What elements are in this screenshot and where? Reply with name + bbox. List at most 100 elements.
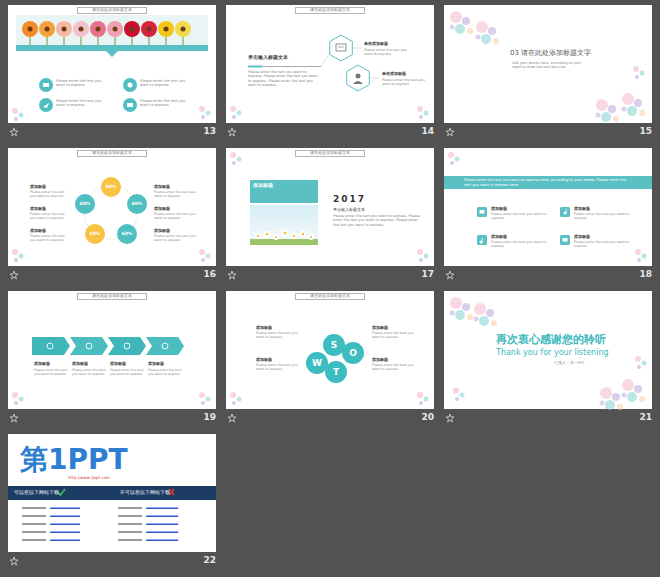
slide-text: 03 请在此处添加标题文字: [510, 49, 591, 58]
slide-thumbnail: 16请在此处添加标题文本60%60%60%60%60%添加标题Please en…: [8, 148, 216, 266]
slide-thumbnail: 13请在此处添加标题文本Please enter the text you wa…: [8, 5, 216, 123]
slide-text: Please enter the text you want to expres…: [56, 79, 108, 88]
slide-thumbnail: 22可以在以下网站下载不可以在以下网站下载第1PPThttp://www.1pp…: [8, 434, 216, 552]
slide-number: 16: [203, 269, 216, 280]
slide-text: 汇报人：第一PPT: [554, 361, 584, 365]
box-text: 添加标题: [253, 183, 315, 189]
slide-thumbnail: 17请在此处添加标题文本添加标题2017单击输入标题文本Please enter…: [226, 148, 434, 266]
slide-text: 单击输入标题文本: [248, 55, 288, 61]
header-box: 请在此处添加标题文本: [295, 293, 365, 300]
percent-circle: 60%: [85, 224, 105, 244]
header-text: 请在此处添加标题文本: [92, 294, 132, 299]
circle-text: 60%: [106, 185, 117, 190]
swot-circle: T: [325, 361, 347, 383]
slide-text: 添加标题: [30, 206, 46, 211]
slide-text: 添加标题: [30, 184, 46, 189]
swot-circle: O: [342, 342, 364, 364]
slide-text: 添加标题: [574, 206, 590, 211]
slide-text: 2017: [333, 194, 366, 205]
slide-text: Please enter the text you want to expres…: [148, 368, 182, 376]
slide-text: 添加标题: [148, 361, 164, 366]
slide-text: 单击添加标题: [382, 71, 406, 76]
slide-text: Please enter the text you want to expres…: [30, 234, 70, 242]
slide-number: 22: [203, 555, 216, 566]
title-box: 添加标题: [250, 180, 318, 203]
circle-text: 60%: [80, 202, 91, 207]
slide-text: 单击输入标题文本: [333, 207, 365, 212]
slide-text: 添加标题: [574, 234, 590, 239]
header-box: 请在此处添加标题文本: [295, 150, 365, 157]
slide-text: 添加标题: [491, 206, 507, 211]
slide-text: Please enter the text you want to expres…: [248, 70, 318, 88]
header-box: 请在此处添加标题文本: [77, 293, 147, 300]
slide-text: Please enter the text you want to expres…: [364, 48, 414, 57]
slide-text: http://www.1ppt.com: [68, 475, 110, 480]
slide-thumbnail: 19请在此处添加标题文本添加标题Please enter the text yo…: [8, 291, 216, 409]
slide-text: 添加标题: [372, 325, 388, 330]
slide-text: 添加标题: [372, 357, 388, 362]
slide-number: 15: [639, 126, 652, 137]
slide-text: Please enter the text you want to expres…: [574, 212, 634, 220]
slide-text: 再次衷心感谢您的聆听: [496, 333, 606, 347]
slide-number: 19: [203, 412, 216, 423]
slide-text: Please enter the text you want to expres…: [256, 363, 300, 371]
slide-text: Please enter the text you want to expres…: [140, 79, 192, 88]
slide-text: 单击添加标题: [364, 41, 388, 46]
header-text: 请在此处添加标题文本: [310, 294, 350, 299]
banner-band: Please enter the text you want to expres…: [444, 176, 652, 189]
slide-text: Please enter the text you want to expres…: [154, 212, 196, 220]
slide-text: 添加标题: [110, 361, 126, 366]
slide-text: Please enter the text you want to expres…: [491, 212, 551, 220]
slide-text: 添加标题: [256, 325, 272, 330]
slide-text: Please enter the text you want to expres…: [140, 99, 192, 108]
band-text: Please enter the text you want to expres…: [464, 178, 632, 187]
slide-thumbnail: 1503 请在此处添加标题文字Add your words here, acco…: [444, 5, 652, 123]
slide-text: Thank you for your listening: [496, 348, 609, 358]
slide-text: 添加标题: [154, 206, 170, 211]
slide-text: Please enter the text you want to expres…: [34, 368, 68, 376]
slide-text: Please enter the text you want to expres…: [574, 240, 634, 248]
header-box: 请在此处添加标题文本: [77, 150, 147, 157]
circle-text: 60%: [122, 232, 133, 237]
percent-circle: 60%: [117, 224, 137, 244]
band-text: 不可以在以下网站下载: [120, 490, 170, 496]
header-box: 请在此处添加标题文本: [295, 7, 365, 14]
header-box: 请在此处添加标题文本: [77, 7, 147, 14]
band-text: 可以在以下网站下载: [14, 490, 59, 496]
circle-text: W: [312, 359, 322, 368]
slide-number: 13: [203, 126, 216, 137]
percent-circle: 60%: [127, 194, 147, 214]
slide-text: Please enter the text you want to expres…: [372, 331, 416, 339]
slide-number: 20: [421, 412, 434, 423]
slide-text: Please enter the text you want to expres…: [256, 331, 300, 339]
slide-text: Please enter the text you want to expres…: [110, 368, 144, 376]
header-text: 请在此处添加标题文本: [92, 8, 132, 13]
slide-number: 21: [639, 412, 652, 423]
header-text: 请在此处添加标题文本: [310, 151, 350, 156]
slide-text: Please enter the text you want to expres…: [333, 214, 423, 227]
slide-number: 18: [639, 269, 652, 280]
slide-text: 添加标题: [30, 228, 46, 233]
slide-thumbnail: 14请在此处添加标题文本单击输入标题文本Please enter the tex…: [226, 5, 434, 123]
slide-text: Please enter the text you want to expres…: [382, 78, 428, 87]
slide-number: 17: [421, 269, 434, 280]
slide-text: Please enter the text you want to expres…: [72, 368, 106, 376]
slide-number: 14: [421, 126, 434, 137]
slide-text: 第1PPT: [20, 446, 128, 474]
percent-circle: 60%: [75, 194, 95, 214]
circle-text: 60%: [132, 202, 143, 207]
circle-text: T: [333, 368, 339, 377]
slide-text: Please enter the text you want to expres…: [154, 190, 196, 198]
slide-text: Please enter the text you want to expres…: [30, 212, 70, 220]
circle-text: 60%: [90, 232, 101, 237]
slide-thumbnail: 21再次衷心感谢您的聆听Thank you for your listening…: [444, 291, 652, 409]
header-text: 请在此处添加标题文本: [310, 8, 350, 13]
header-text: 请在此处添加标题文本: [92, 151, 132, 156]
slide-text: 添加标题: [34, 361, 50, 366]
slide-text: 添加标题: [256, 357, 272, 362]
circle-text: S: [331, 341, 337, 350]
slide-text: 添加标题: [491, 234, 507, 239]
slide-text: 添加标题: [154, 184, 170, 189]
slide-text: 添加标题: [154, 228, 170, 233]
